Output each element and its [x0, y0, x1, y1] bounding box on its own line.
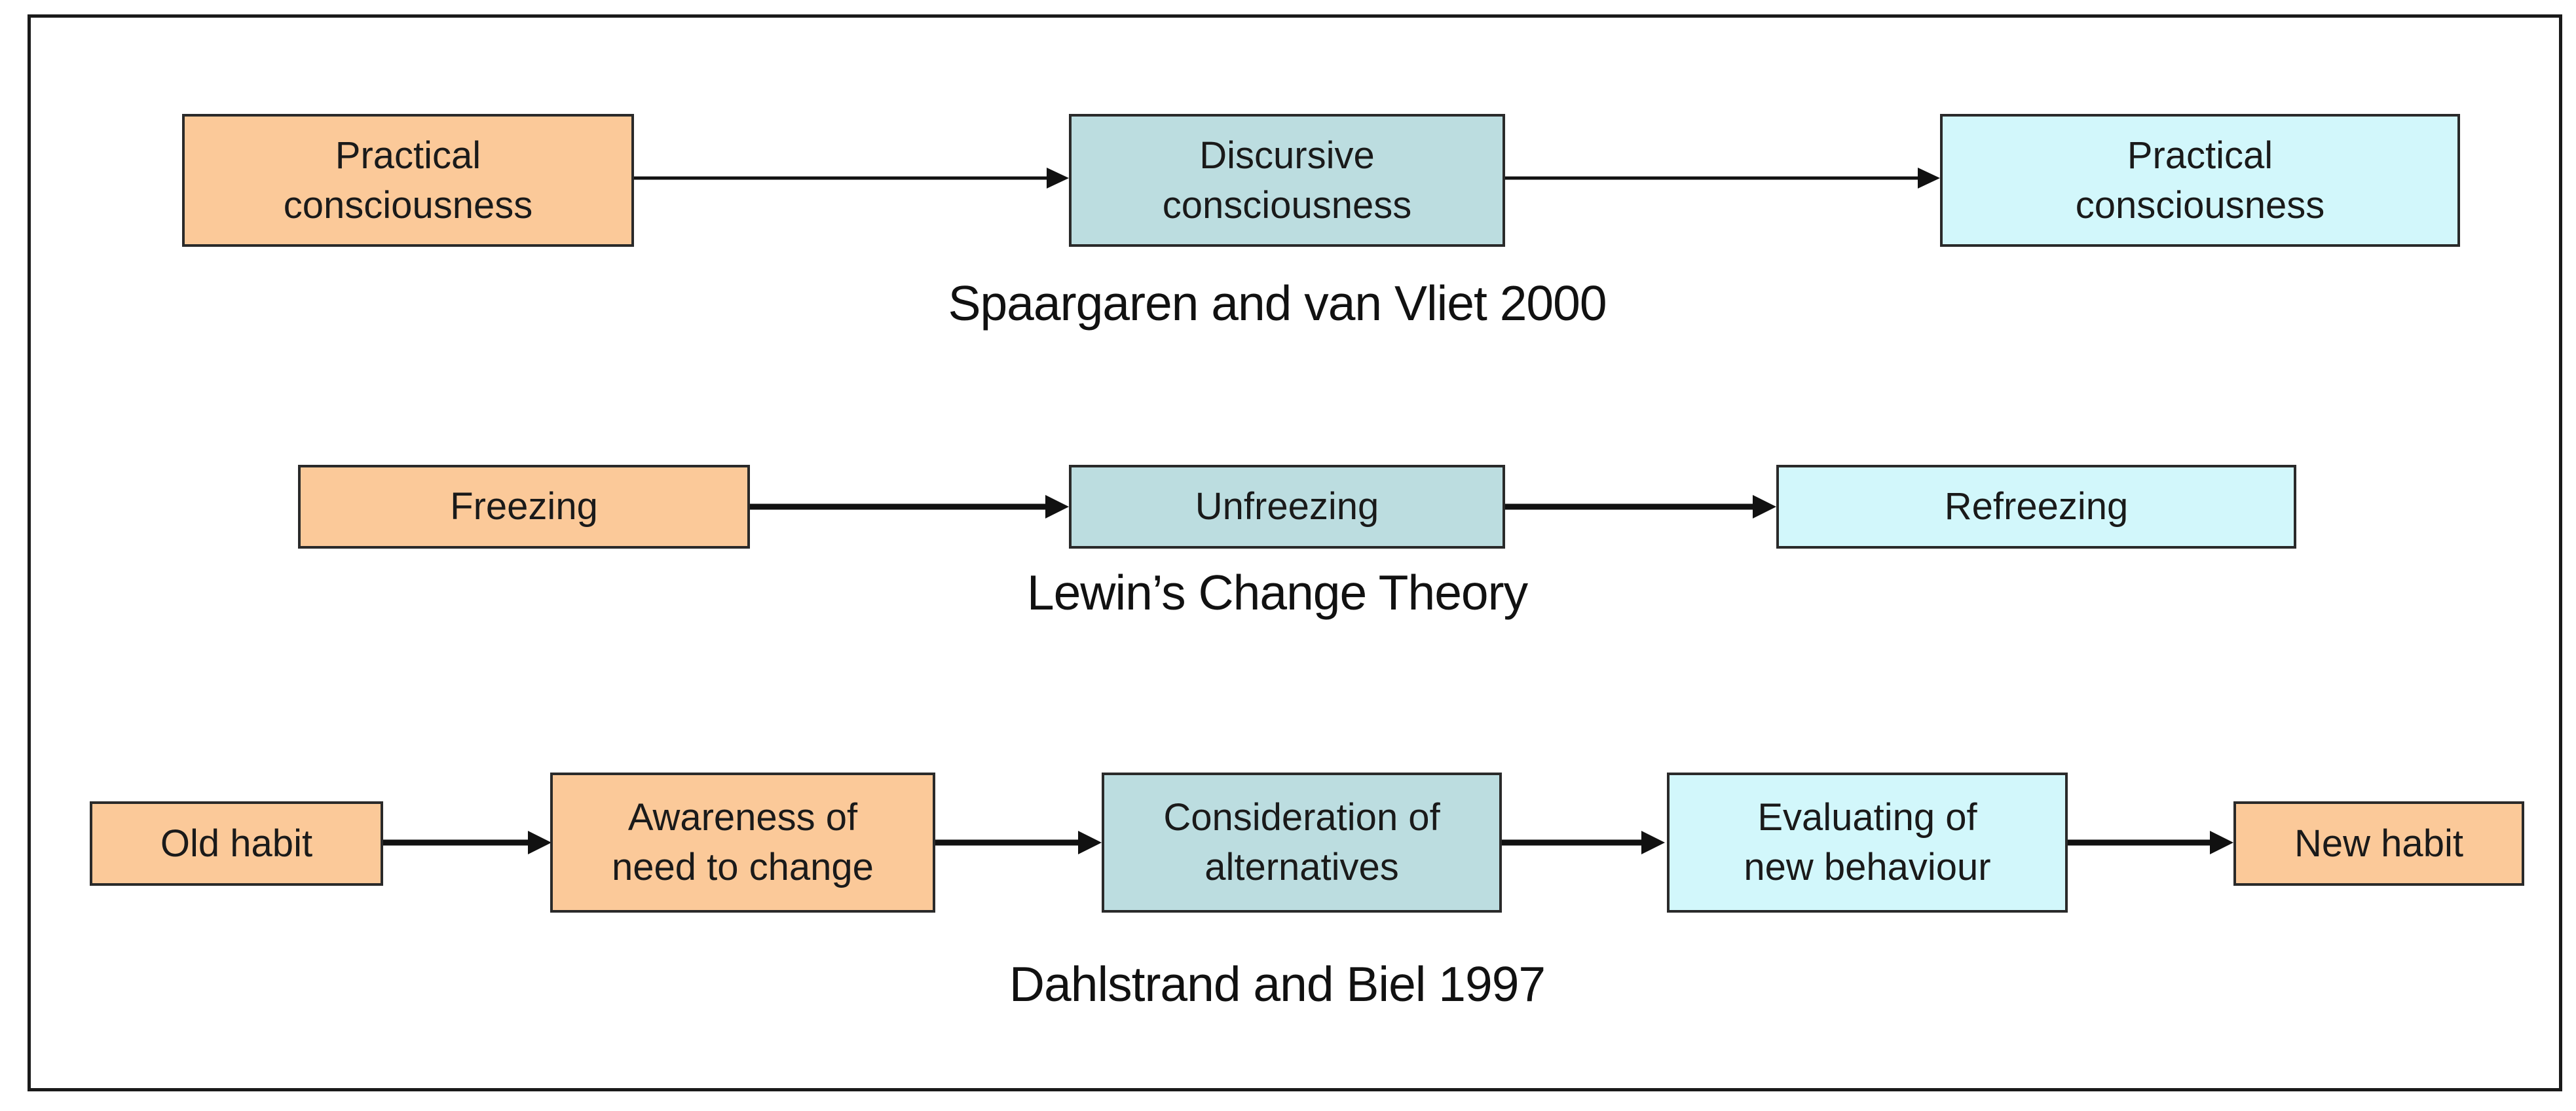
box-r1-practical-consciousness-2: Practical consciousness	[1940, 114, 2460, 247]
box-r2-unfreezing: Unfreezing	[1069, 465, 1505, 549]
box-r3-new-habit: New habit	[2233, 801, 2524, 886]
box-r2-freezing: Freezing	[298, 465, 750, 549]
box-r3-old-habit: Old habit	[90, 801, 383, 886]
box-r3-consideration: Consideration of alternatives	[1102, 773, 1502, 913]
box-r1-discursive-consciousness: Discursive consciousness	[1069, 114, 1505, 247]
box-r3-awareness: Awareness of need to change	[550, 773, 935, 913]
box-r3-evaluating: Evaluating of new behaviour	[1667, 773, 2068, 913]
box-r2-refreezing: Refreezing	[1776, 465, 2296, 549]
caption-dahlstrand: Dahlstrand and Biel 1997	[1009, 956, 1546, 1011]
box-r1-practical-consciousness: Practical consciousness	[182, 114, 634, 247]
caption-spaargaren: Spaargaren and van Vliet 2000	[948, 276, 1607, 331]
caption-lewin: Lewin’s Change Theory	[1026, 565, 1528, 620]
